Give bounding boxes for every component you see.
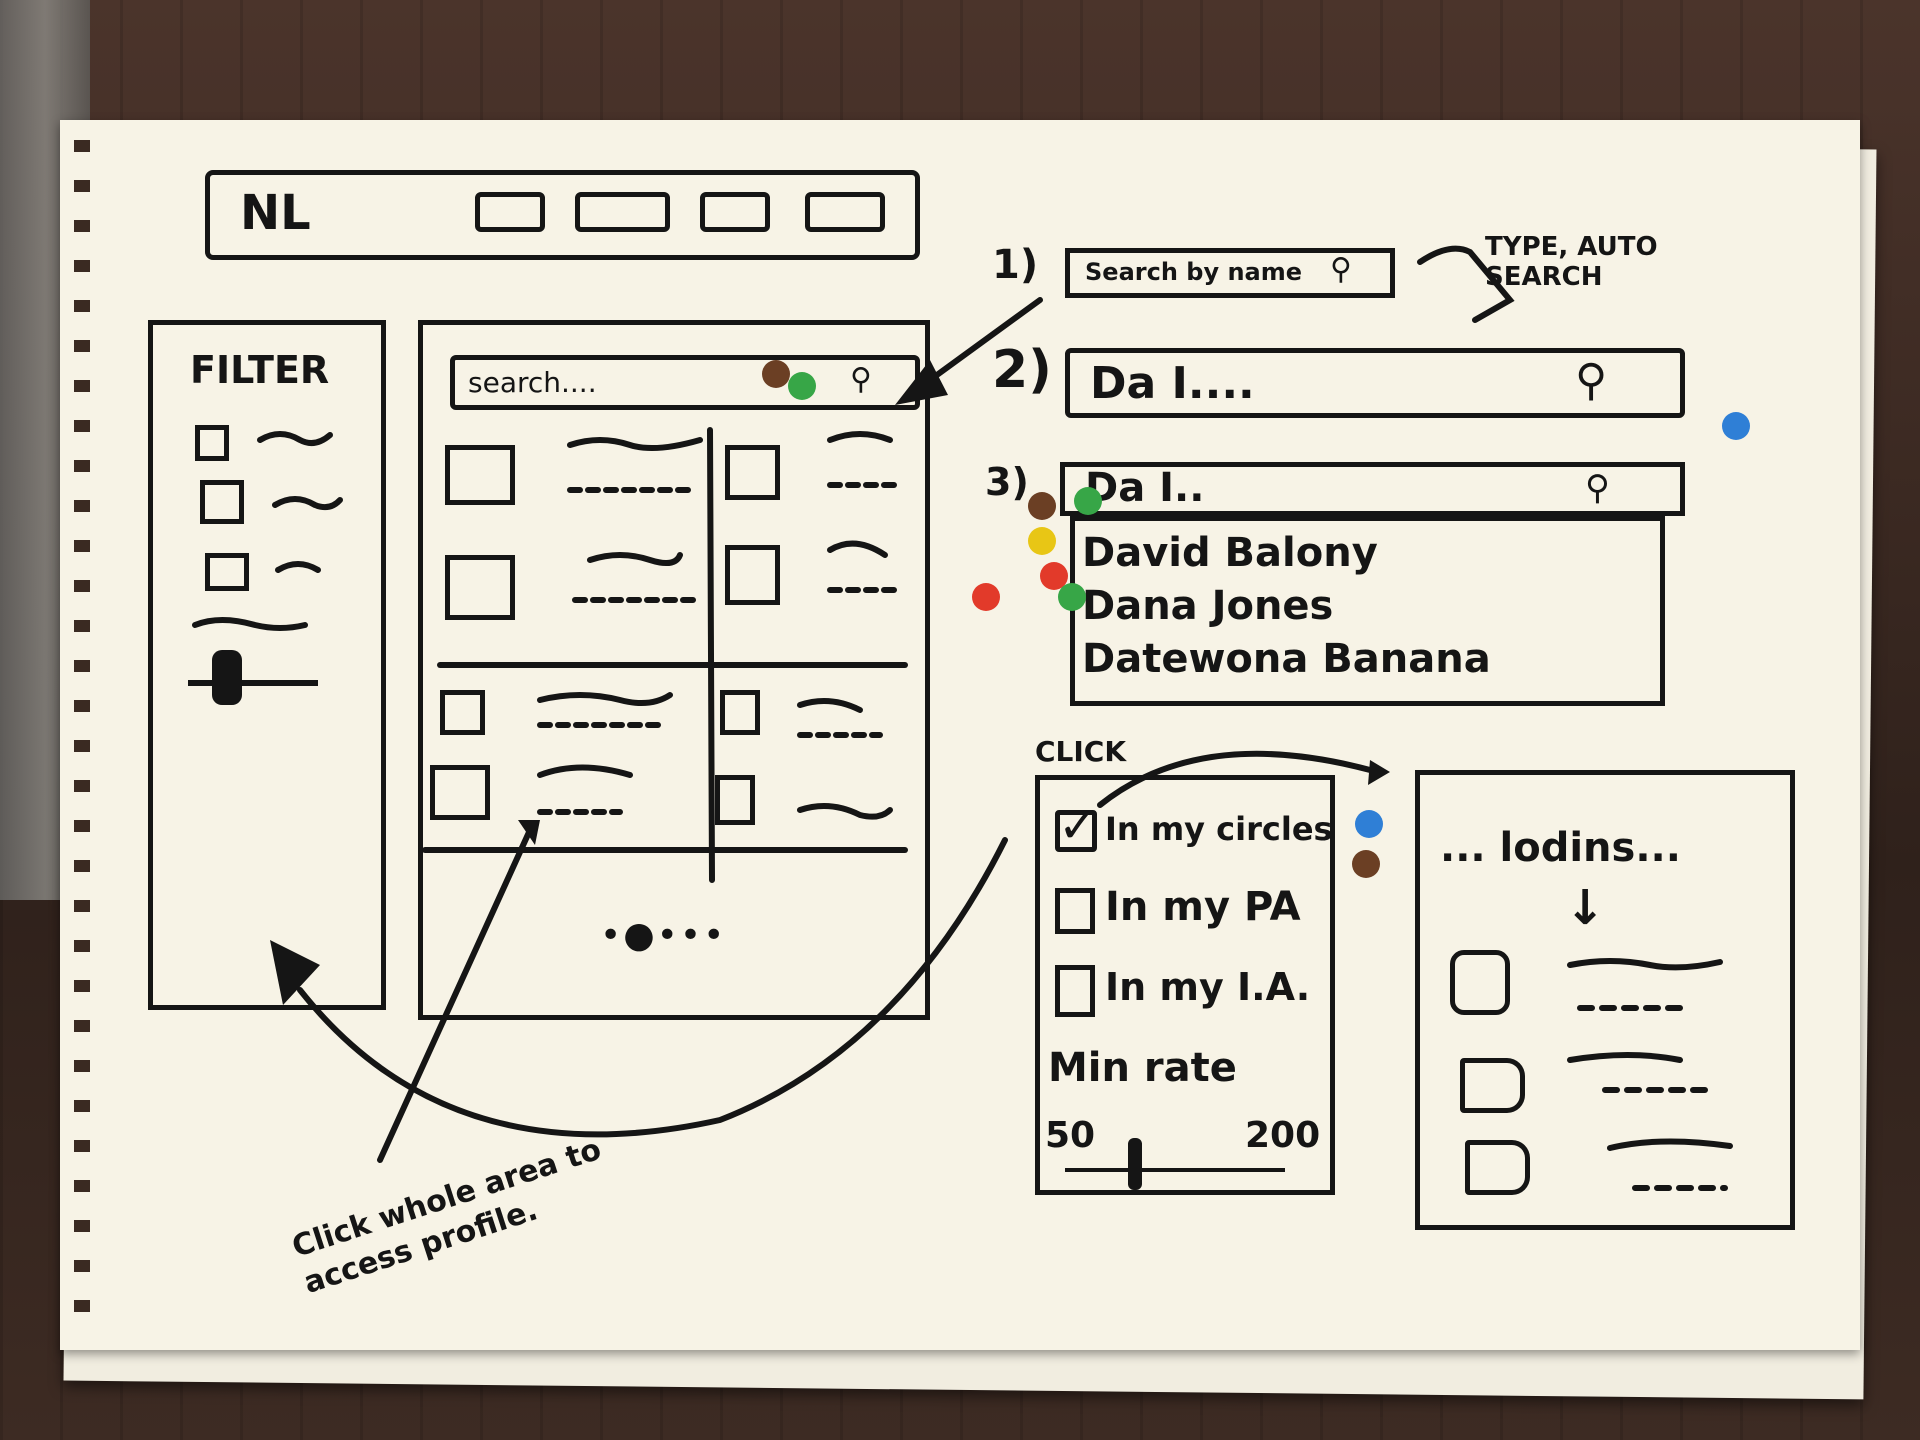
spiral-holes (60, 140, 100, 1340)
loading-avatar-2 (1460, 1058, 1525, 1113)
nav-tab-1[interactable] (475, 192, 545, 232)
logo-text[interactable]: NL (240, 185, 311, 241)
loading-text: ... lodins... (1440, 825, 1681, 871)
step-1-note: TYPE, AUTO SEARCH (1485, 232, 1658, 292)
dot-green (1058, 583, 1086, 611)
step-1-search-icon: ⚲ (1330, 252, 1352, 287)
step-3-search-value: Da I.. (1085, 465, 1205, 511)
step-2-search-icon: ⚲ (1575, 355, 1608, 406)
step-1-search-label: Search by name (1085, 258, 1303, 286)
avatar (445, 445, 515, 505)
search-placeholder: search.... (468, 366, 597, 399)
result-card-6[interactable] (720, 680, 920, 760)
header-bar (205, 170, 920, 260)
autocomplete-dropdown (1070, 516, 1665, 706)
filter-checkbox-2[interactable] (200, 480, 244, 524)
dot-blue (1722, 412, 1750, 440)
autocomplete-option-3[interactable]: Datewona Banana (1082, 636, 1491, 682)
loading-avatar-1 (1450, 950, 1510, 1015)
option-checkbox-ia[interactable] (1055, 965, 1095, 1017)
step-3-search-icon: ⚲ (1585, 468, 1610, 508)
step-1-number: 1) (992, 242, 1039, 288)
dot-brown (762, 360, 790, 388)
filter-checkbox-1[interactable] (195, 425, 229, 461)
min-rate-slider-handle[interactable] (1128, 1138, 1142, 1190)
avatar (440, 690, 485, 735)
step-2-search-value: Da I.... (1090, 358, 1255, 409)
filter-title: FILTER (190, 348, 330, 392)
avatar (445, 555, 515, 620)
result-card-8[interactable] (715, 770, 915, 850)
dot-red (972, 583, 1000, 611)
step-1-search-field[interactable] (1065, 248, 1395, 298)
nav-tab-2[interactable] (575, 192, 670, 232)
option-checkbox-pa[interactable] (1055, 888, 1095, 934)
dot-blue (1355, 810, 1383, 838)
result-card-2[interactable] (720, 430, 920, 530)
step-3-search-field[interactable] (1060, 462, 1685, 516)
nav-tab-3[interactable] (700, 192, 770, 232)
search-icon[interactable]: ⚲ (850, 362, 872, 397)
option-label-pa: In my PA (1105, 884, 1301, 930)
step-2-number: 2) (992, 340, 1052, 400)
filter-checkbox-3[interactable] (205, 553, 249, 591)
option-checkbox-circles[interactable] (1055, 810, 1097, 852)
filter-sidebar (148, 320, 386, 1010)
avatar (725, 545, 780, 605)
result-card-1[interactable] (440, 430, 700, 530)
dot-green (1074, 487, 1102, 515)
dot-brown (1352, 850, 1380, 878)
checkmark-icon: ✓ (1058, 798, 1099, 854)
autocomplete-option-2[interactable]: Dana Jones (1082, 583, 1334, 629)
step-2-search-field[interactable] (1065, 348, 1685, 418)
avatar (430, 765, 490, 820)
min-rate-max-value: 200 (1245, 1115, 1321, 1156)
option-label-ia: In my I.A. (1105, 965, 1311, 1009)
filter-slider-handle[interactable] (212, 650, 242, 705)
avatar (715, 775, 755, 825)
result-card-4[interactable] (720, 535, 920, 635)
filter-slider-track (188, 680, 318, 686)
autocomplete-option-1[interactable]: David Balony (1082, 530, 1378, 576)
dot-green (788, 372, 816, 400)
pagination[interactable]: •●••• (600, 915, 727, 956)
min-rate-slider-track (1065, 1168, 1285, 1172)
result-card-3[interactable] (440, 545, 700, 645)
result-card-7[interactable] (425, 760, 685, 840)
dot-yellow (1028, 527, 1056, 555)
avatar (720, 690, 760, 735)
nav-tab-4[interactable] (805, 192, 885, 232)
loading-avatar-3 (1465, 1140, 1530, 1195)
option-label-circles: In my circles (1105, 810, 1333, 848)
result-card-5[interactable] (440, 680, 700, 760)
step-3-number: 3) (985, 460, 1029, 504)
arrow-down-icon: ↓ (1565, 880, 1606, 936)
loading-results-panel (1415, 770, 1795, 1230)
min-rate-min-value: 50 (1045, 1115, 1096, 1156)
avatar (725, 445, 780, 500)
click-label: CLICK (1035, 735, 1127, 768)
dot-brown (1028, 492, 1056, 520)
min-rate-label: Min rate (1048, 1045, 1237, 1091)
